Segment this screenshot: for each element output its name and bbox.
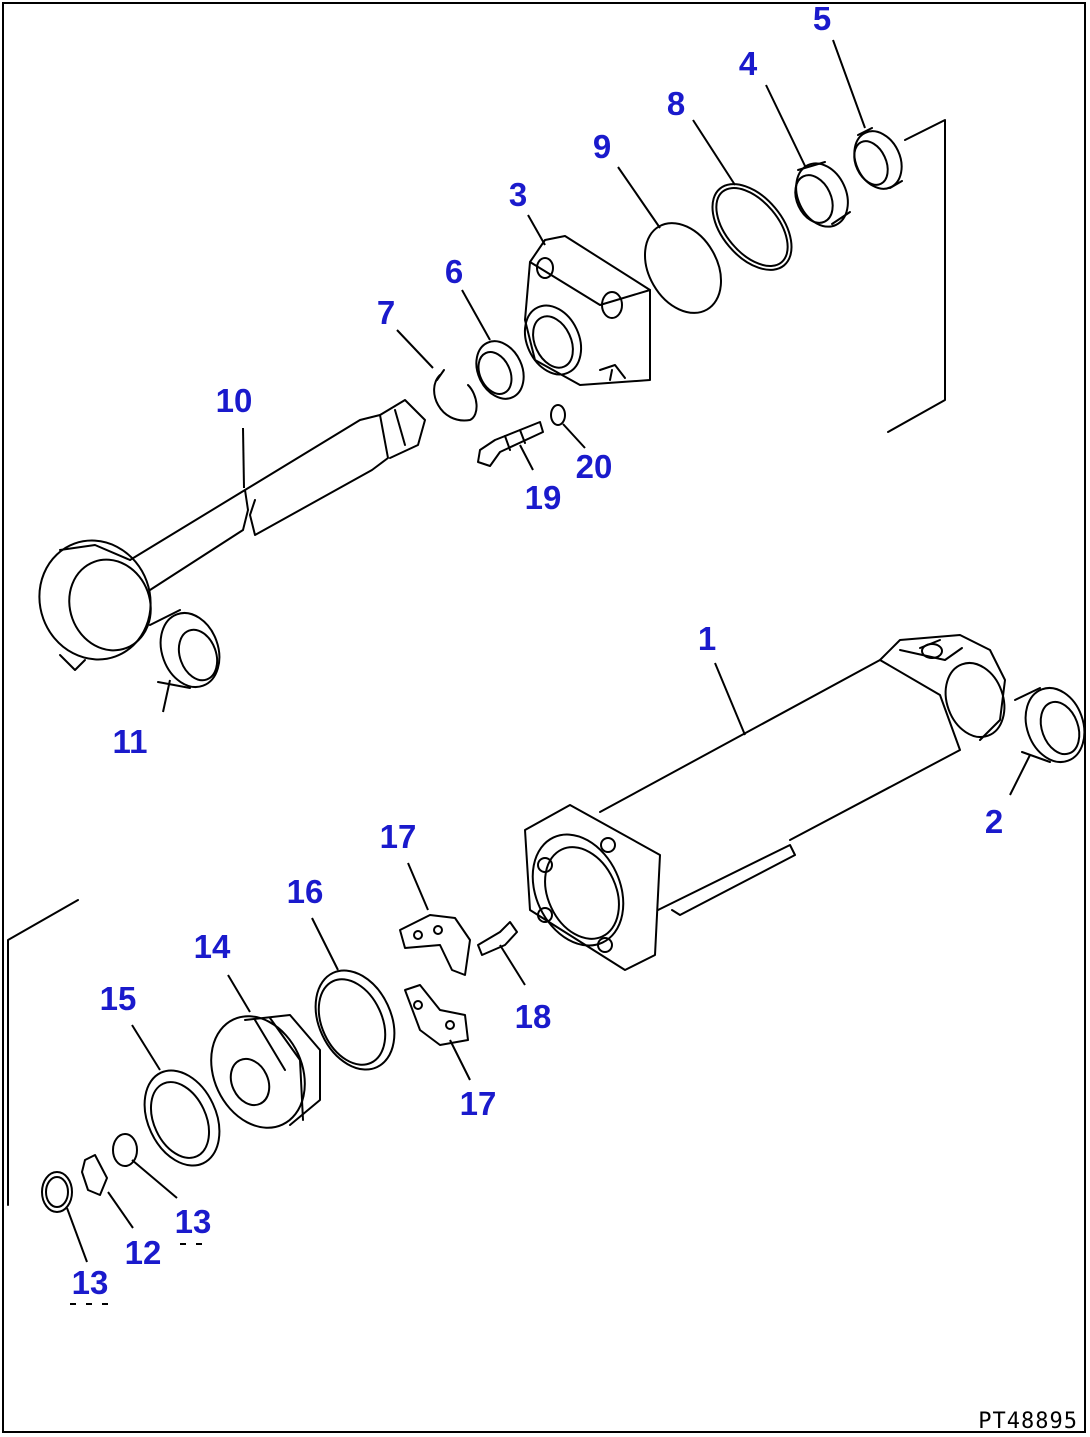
part-8-oring xyxy=(711,183,793,271)
part-15-piston-seal xyxy=(143,1069,221,1167)
upper-group-bracket xyxy=(887,119,946,433)
part-1-cylinder-tube xyxy=(524,634,1006,971)
part-5-bushing xyxy=(853,127,903,190)
leader-lines xyxy=(66,39,1031,1305)
callout-3: 3 xyxy=(509,176,527,213)
callout-14: 14 xyxy=(194,928,231,965)
callout-labels: 5 4 8 9 3 6 7 10 20 19 11 1 2 17 16 14 1… xyxy=(72,0,1004,1301)
part-18-bolt xyxy=(477,921,518,956)
callout-20: 20 xyxy=(576,448,613,485)
part-16-wear-ring xyxy=(314,969,396,1071)
part-14-piston xyxy=(210,1014,321,1129)
callout-9: 9 xyxy=(593,128,611,165)
callout-19: 19 xyxy=(525,479,562,516)
callout-2: 2 xyxy=(985,803,1003,840)
callout-17-lower: 17 xyxy=(460,1085,497,1122)
callout-12: 12 xyxy=(125,1234,162,1271)
callout-11: 11 xyxy=(113,723,148,760)
part-6-bushing xyxy=(475,340,525,400)
lower-group-bracket xyxy=(7,899,79,1206)
part-20-washer xyxy=(550,404,566,426)
part-19-bolt xyxy=(477,421,544,467)
part-13-ring-right xyxy=(112,1133,138,1167)
callout-18: 18 xyxy=(515,998,552,1035)
part-10-piston-rod xyxy=(38,399,426,671)
callout-4: 4 xyxy=(739,45,758,82)
part-11-bushing xyxy=(149,609,221,689)
callout-16: 16 xyxy=(287,873,324,910)
callout-17-upper: 17 xyxy=(380,818,417,855)
drawing-code: PT48895 xyxy=(978,1409,1078,1434)
part-3-cylinder-head xyxy=(523,235,651,386)
part-17-lower-half-ring xyxy=(404,984,469,1046)
callout-6: 6 xyxy=(445,253,463,290)
part-7-snap-ring xyxy=(433,369,478,422)
callout-15: 15 xyxy=(100,980,137,1017)
callout-7: 7 xyxy=(377,294,395,331)
callout-8: 8 xyxy=(667,85,685,122)
part-4-bushing xyxy=(794,161,851,228)
part-12-ring xyxy=(81,1154,108,1196)
callout-13-left: 13 xyxy=(72,1264,109,1301)
part-2-bushing xyxy=(1014,687,1086,763)
callout-13-right: 13 xyxy=(175,1203,212,1240)
part-17-upper-half-ring xyxy=(399,914,471,976)
callout-1: 1 xyxy=(698,620,716,657)
part-13-ring-left xyxy=(41,1171,73,1213)
callout-5: 5 xyxy=(813,0,831,37)
callout-10: 10 xyxy=(216,382,253,419)
